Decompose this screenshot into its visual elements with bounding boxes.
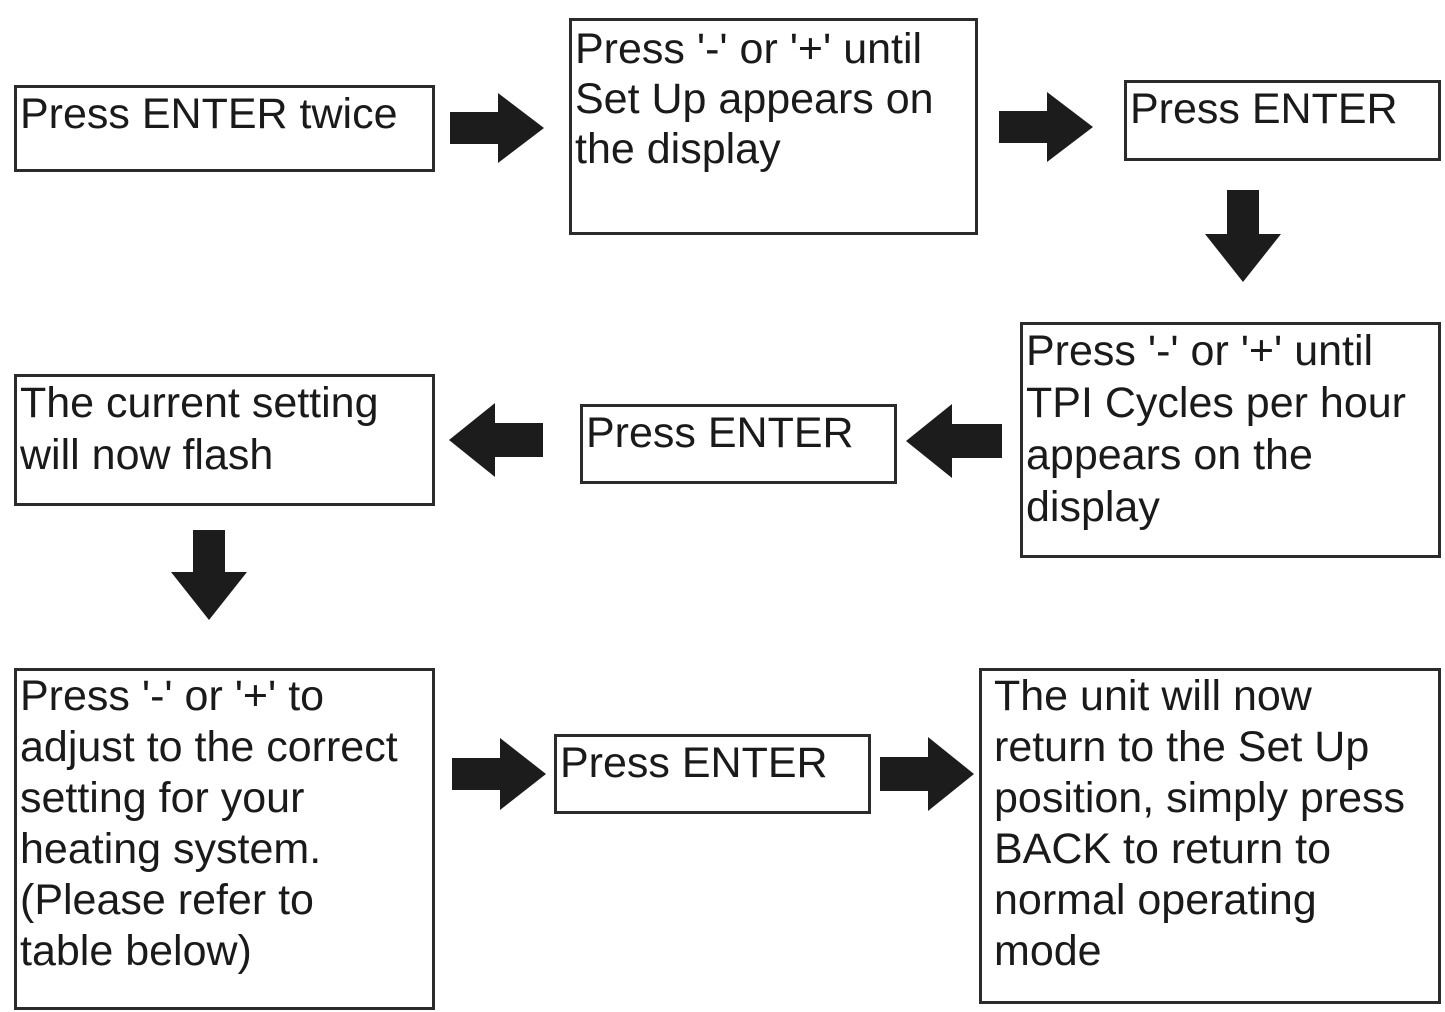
arrow-right-icon xyxy=(880,737,974,811)
arrow-down-icon xyxy=(1205,190,1281,282)
step-box-press-enter: Press ENTER xyxy=(554,734,871,814)
step-box-adjust-setting: Press '-' or '+' to adjust to the correc… xyxy=(14,668,435,1010)
step-box-press-enter: Press ENTER xyxy=(580,404,897,484)
arrow-left-icon xyxy=(449,403,543,477)
arrow-right-icon xyxy=(452,738,546,810)
arrow-down-icon xyxy=(171,530,247,620)
arrow-right-icon xyxy=(450,93,544,163)
step-box-setting-flash: The current setting will now flash xyxy=(14,374,435,506)
step-box-press-enter-twice: Press ENTER twice xyxy=(14,85,435,172)
arrow-right-icon xyxy=(999,92,1093,162)
step-box-press-enter: Press ENTER xyxy=(1124,80,1441,161)
step-box-scroll-to-set-up: Press '-' or '+' until Set Up appears on… xyxy=(569,18,978,235)
arrow-left-icon xyxy=(906,404,1002,478)
step-box-return-to-set-up: The unit will now return to the Set Up p… xyxy=(979,668,1441,1004)
step-box-scroll-to-tpi-cycles: Press '-' or '+' until TPI Cycles per ho… xyxy=(1020,322,1441,558)
